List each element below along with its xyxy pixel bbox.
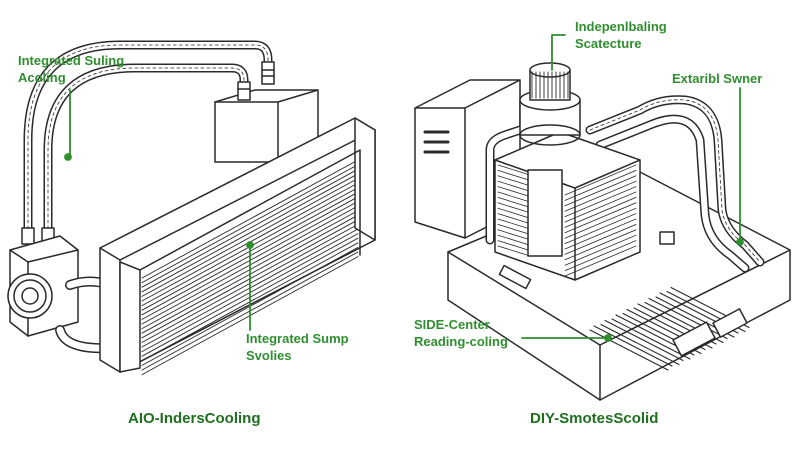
cooler-fin	[497, 213, 531, 225]
tubing	[485, 95, 765, 273]
cooler-fin	[497, 234, 531, 246]
top-pump	[519, 62, 581, 146]
cooler-fin	[497, 240, 531, 252]
cooler-fin	[564, 207, 637, 239]
label-extaribl-swner: Extaribl Swner	[672, 71, 763, 86]
label-side-center: SIDE-Center Reading-coling	[414, 316, 508, 350]
cooler-fin	[564, 191, 637, 223]
radiator-fin	[141, 164, 359, 284]
ram-slot	[648, 297, 728, 340]
cooler-fin	[497, 245, 531, 257]
diy-setup	[414, 62, 791, 401]
cooler-fin	[497, 186, 531, 198]
cooler-fin	[497, 180, 531, 192]
cooler-fin	[564, 202, 637, 234]
cooler-fin	[564, 223, 637, 255]
cooler-fin	[564, 234, 637, 266]
ram-slot	[600, 323, 680, 366]
cooler-fin	[564, 218, 637, 250]
pump-ribs	[531, 71, 569, 99]
pump-block	[7, 235, 79, 337]
radiator-fin	[141, 168, 359, 288]
cooler-fin	[564, 213, 637, 245]
cooler-fin	[497, 191, 531, 203]
label-line: Integrated Sump	[246, 331, 349, 346]
label-indepenlbaling: Indepenlbaling Scatecture	[575, 18, 667, 52]
label-line: Reading-coling	[414, 334, 508, 349]
cooler-fin	[497, 196, 531, 208]
label-line: Scatecture	[575, 36, 642, 51]
cooler-fin	[497, 202, 531, 214]
cooler-fin	[497, 223, 531, 235]
cooler-fin	[564, 196, 637, 228]
cooler-fins	[497, 164, 637, 277]
label-line: SIDE-Center	[414, 317, 490, 332]
cooler-fin	[564, 180, 637, 212]
label-line: Svolies	[246, 348, 292, 363]
label-integrated-suling: Integrated Suling Acoling	[18, 52, 124, 86]
cooler-fin	[564, 186, 637, 218]
leader-indepenlbaling	[551, 34, 566, 71]
cooler-fin	[497, 229, 531, 241]
aio-cooler	[7, 40, 376, 376]
cooler-fin	[564, 164, 637, 196]
radiator-fin	[141, 177, 359, 297]
ram-slot	[593, 325, 673, 367]
cooler-fin	[497, 207, 531, 219]
ram-slot	[589, 329, 669, 371]
leader-lines	[64, 34, 744, 342]
caption-aio: AIO-IndersCooling	[128, 410, 261, 427]
radiator-fin	[141, 159, 359, 279]
cooler-fin	[564, 229, 637, 261]
cooler-fin	[497, 169, 531, 181]
cooler-fin	[564, 175, 637, 207]
hoses	[23, 40, 273, 240]
cooler-fin	[497, 164, 531, 176]
cooler-fin	[497, 175, 531, 187]
cooler-fin	[564, 240, 637, 272]
label-line: Integrated Suling	[18, 53, 125, 68]
radiator-fin	[141, 173, 359, 293]
ram-slot	[604, 319, 684, 362]
cpu-cooler	[494, 131, 641, 281]
cooler-fin	[564, 169, 637, 201]
label-integrated-sump: Integrated Sump Svolies	[246, 330, 349, 364]
cooler-fin	[497, 218, 531, 230]
cooler-fin	[564, 245, 637, 277]
ram-slot	[611, 318, 691, 360]
label-line: Acoling	[18, 70, 66, 85]
caption-diy: DIY-SmotesScolid	[530, 410, 659, 427]
label-line: Indepenlbaling	[575, 19, 667, 34]
